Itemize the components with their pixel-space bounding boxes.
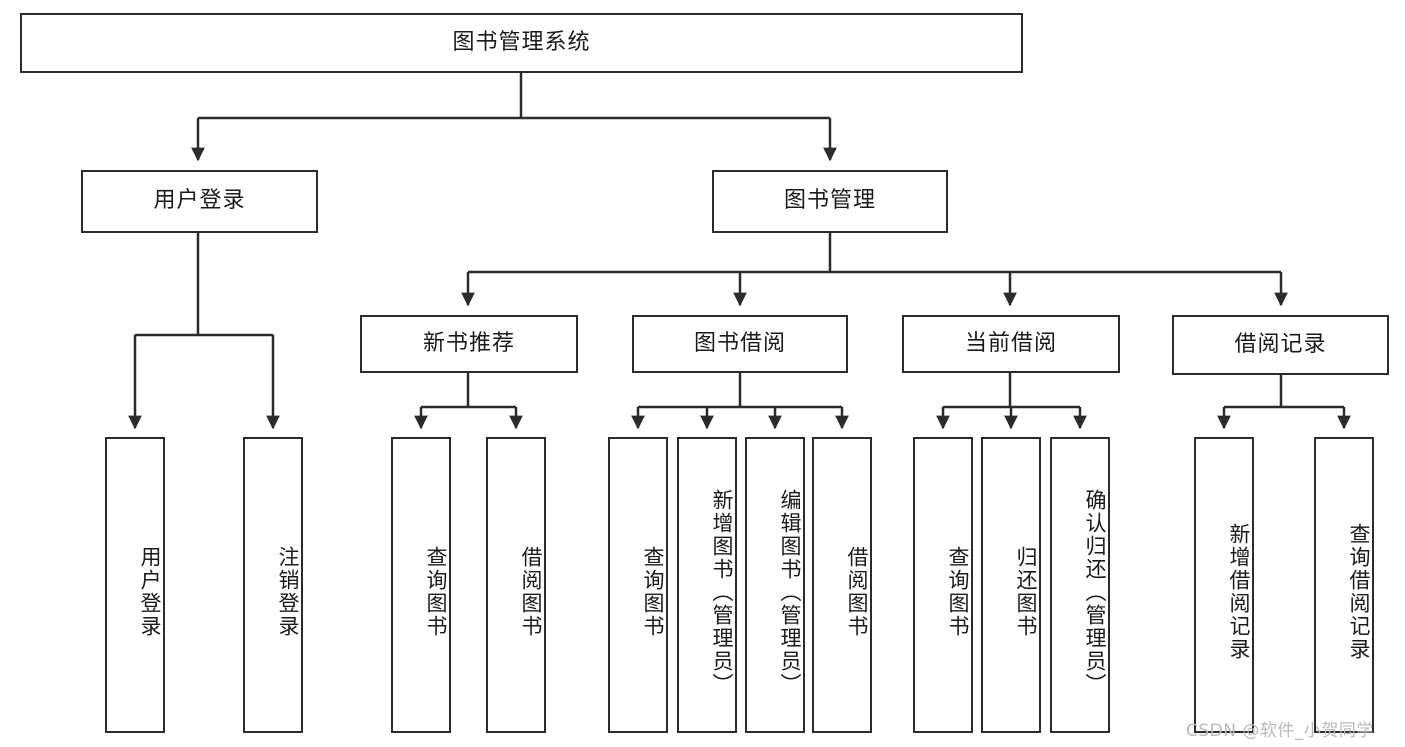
leaf-borrow-edit-book-admin[interactable]: 编辑图书（管理员）	[745, 437, 805, 733]
node-label: 新增借阅记录	[1227, 523, 1251, 661]
node-label: 查询借阅记录	[1347, 523, 1371, 661]
node-label: 编辑图书（管理员）	[778, 488, 802, 696]
node-label: 借阅图书	[845, 546, 869, 638]
leaf-recommend-borrow-book[interactable]: 借阅图书	[486, 437, 546, 733]
node-label: 确认归还（管理员）	[1083, 488, 1107, 696]
leaf-borrow-query-book[interactable]: 查询图书	[608, 437, 668, 733]
node-label: 图书管理	[783, 188, 876, 214]
node-book-management[interactable]: 图书管理	[712, 170, 948, 233]
node-root-book-management-system[interactable]: 图书管理系统	[20, 13, 1023, 73]
node-label: 图书借阅	[693, 330, 786, 356]
node-label: 查询图书	[946, 546, 970, 638]
node-label: 用户登录	[138, 546, 162, 638]
node-label: 借阅记录	[1234, 331, 1327, 357]
node-label: 归还图书	[1014, 546, 1038, 638]
node-new-book-recommend[interactable]: 新书推荐	[360, 315, 578, 373]
leaf-record-add-borrow-record[interactable]: 新增借阅记录	[1194, 437, 1254, 733]
node-label: 图书管理系统	[452, 29, 591, 55]
leaf-recommend-query-book[interactable]: 查询图书	[391, 437, 451, 733]
node-label: 查询图书	[641, 546, 665, 638]
watermark: CSDN @软件_小贺同学	[1186, 721, 1374, 741]
node-label: 查询图书	[424, 546, 448, 638]
leaf-borrow-add-book-admin[interactable]: 新增图书（管理员）	[677, 437, 737, 733]
leaf-current-query-book[interactable]: 查询图书	[913, 437, 973, 733]
leaf-current-return-book[interactable]: 归还图书	[981, 437, 1041, 733]
leaf-borrow-borrow-book[interactable]: 借阅图书	[812, 437, 872, 733]
leaf-current-confirm-return-admin[interactable]: 确认归还（管理员）	[1050, 437, 1110, 733]
leaf-record-query-borrow-record[interactable]: 查询借阅记录	[1314, 437, 1374, 733]
node-label: 用户登录	[153, 188, 246, 214]
node-label: 借阅图书	[519, 546, 543, 638]
node-label: 新增图书（管理员）	[710, 488, 734, 696]
node-book-borrow[interactable]: 图书借阅	[632, 315, 848, 373]
leaf-user-login-login[interactable]: 用户登录	[105, 437, 165, 733]
node-label: 当前借阅	[964, 330, 1057, 356]
leaf-user-login-logout[interactable]: 注销登录	[243, 437, 303, 733]
node-label: 新书推荐	[422, 330, 515, 356]
node-borrow-record[interactable]: 借阅记录	[1172, 315, 1389, 375]
node-label: 注销登录	[276, 546, 300, 638]
node-user-login[interactable]: 用户登录	[81, 170, 318, 233]
node-current-borrow[interactable]: 当前借阅	[902, 315, 1120, 373]
